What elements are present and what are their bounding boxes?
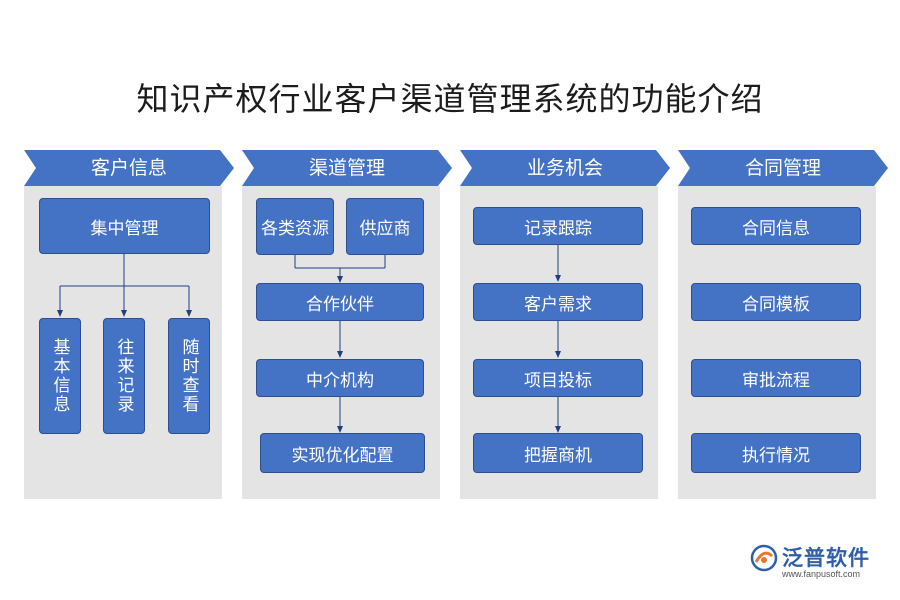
box-basic-info: 基本信息: [39, 318, 81, 434]
box-various-resources: 各类资源: [256, 198, 334, 255]
column-header-contract-management: 合同管理: [678, 150, 888, 186]
box-suppliers: 供应商: [346, 198, 424, 255]
page-title: 知识产权行业客户渠道管理系统的功能介绍: [136, 80, 764, 118]
box-intermediary: 中介机构: [256, 359, 424, 397]
column-header-customer-info: 客户信息: [24, 150, 234, 186]
fanpu-logo: 泛普软件 www.fanpusoft.com: [746, 540, 886, 586]
box-view-anytime: 随时查看: [168, 318, 210, 434]
box-contract-template: 合同模板: [691, 283, 861, 321]
box-seize-opportunity: 把握商机: [473, 433, 643, 473]
logo-brand: 泛普软件: [782, 546, 870, 570]
logo-url: www.fanpusoft.com: [782, 569, 861, 579]
fanpu-logo-icon: [750, 544, 778, 572]
column-header-business-opportunity: 业务机会: [460, 150, 670, 186]
box-customer-demand: 客户需求: [473, 283, 643, 321]
box-execution-status: 执行情况: [691, 433, 861, 473]
box-centralized-management: 集中管理: [39, 198, 210, 254]
column-header-channel-management: 渠道管理: [242, 150, 452, 186]
box-contract-info: 合同信息: [691, 207, 861, 245]
box-partners: 合作伙伴: [256, 283, 424, 321]
box-approval-process: 审批流程: [691, 359, 861, 397]
box-optimize-allocation: 实现优化配置: [260, 433, 425, 473]
box-record-tracking: 记录跟踪: [473, 207, 643, 245]
box-project-bidding: 项目投标: [473, 359, 643, 397]
box-contact-records: 往来记录: [103, 318, 145, 434]
